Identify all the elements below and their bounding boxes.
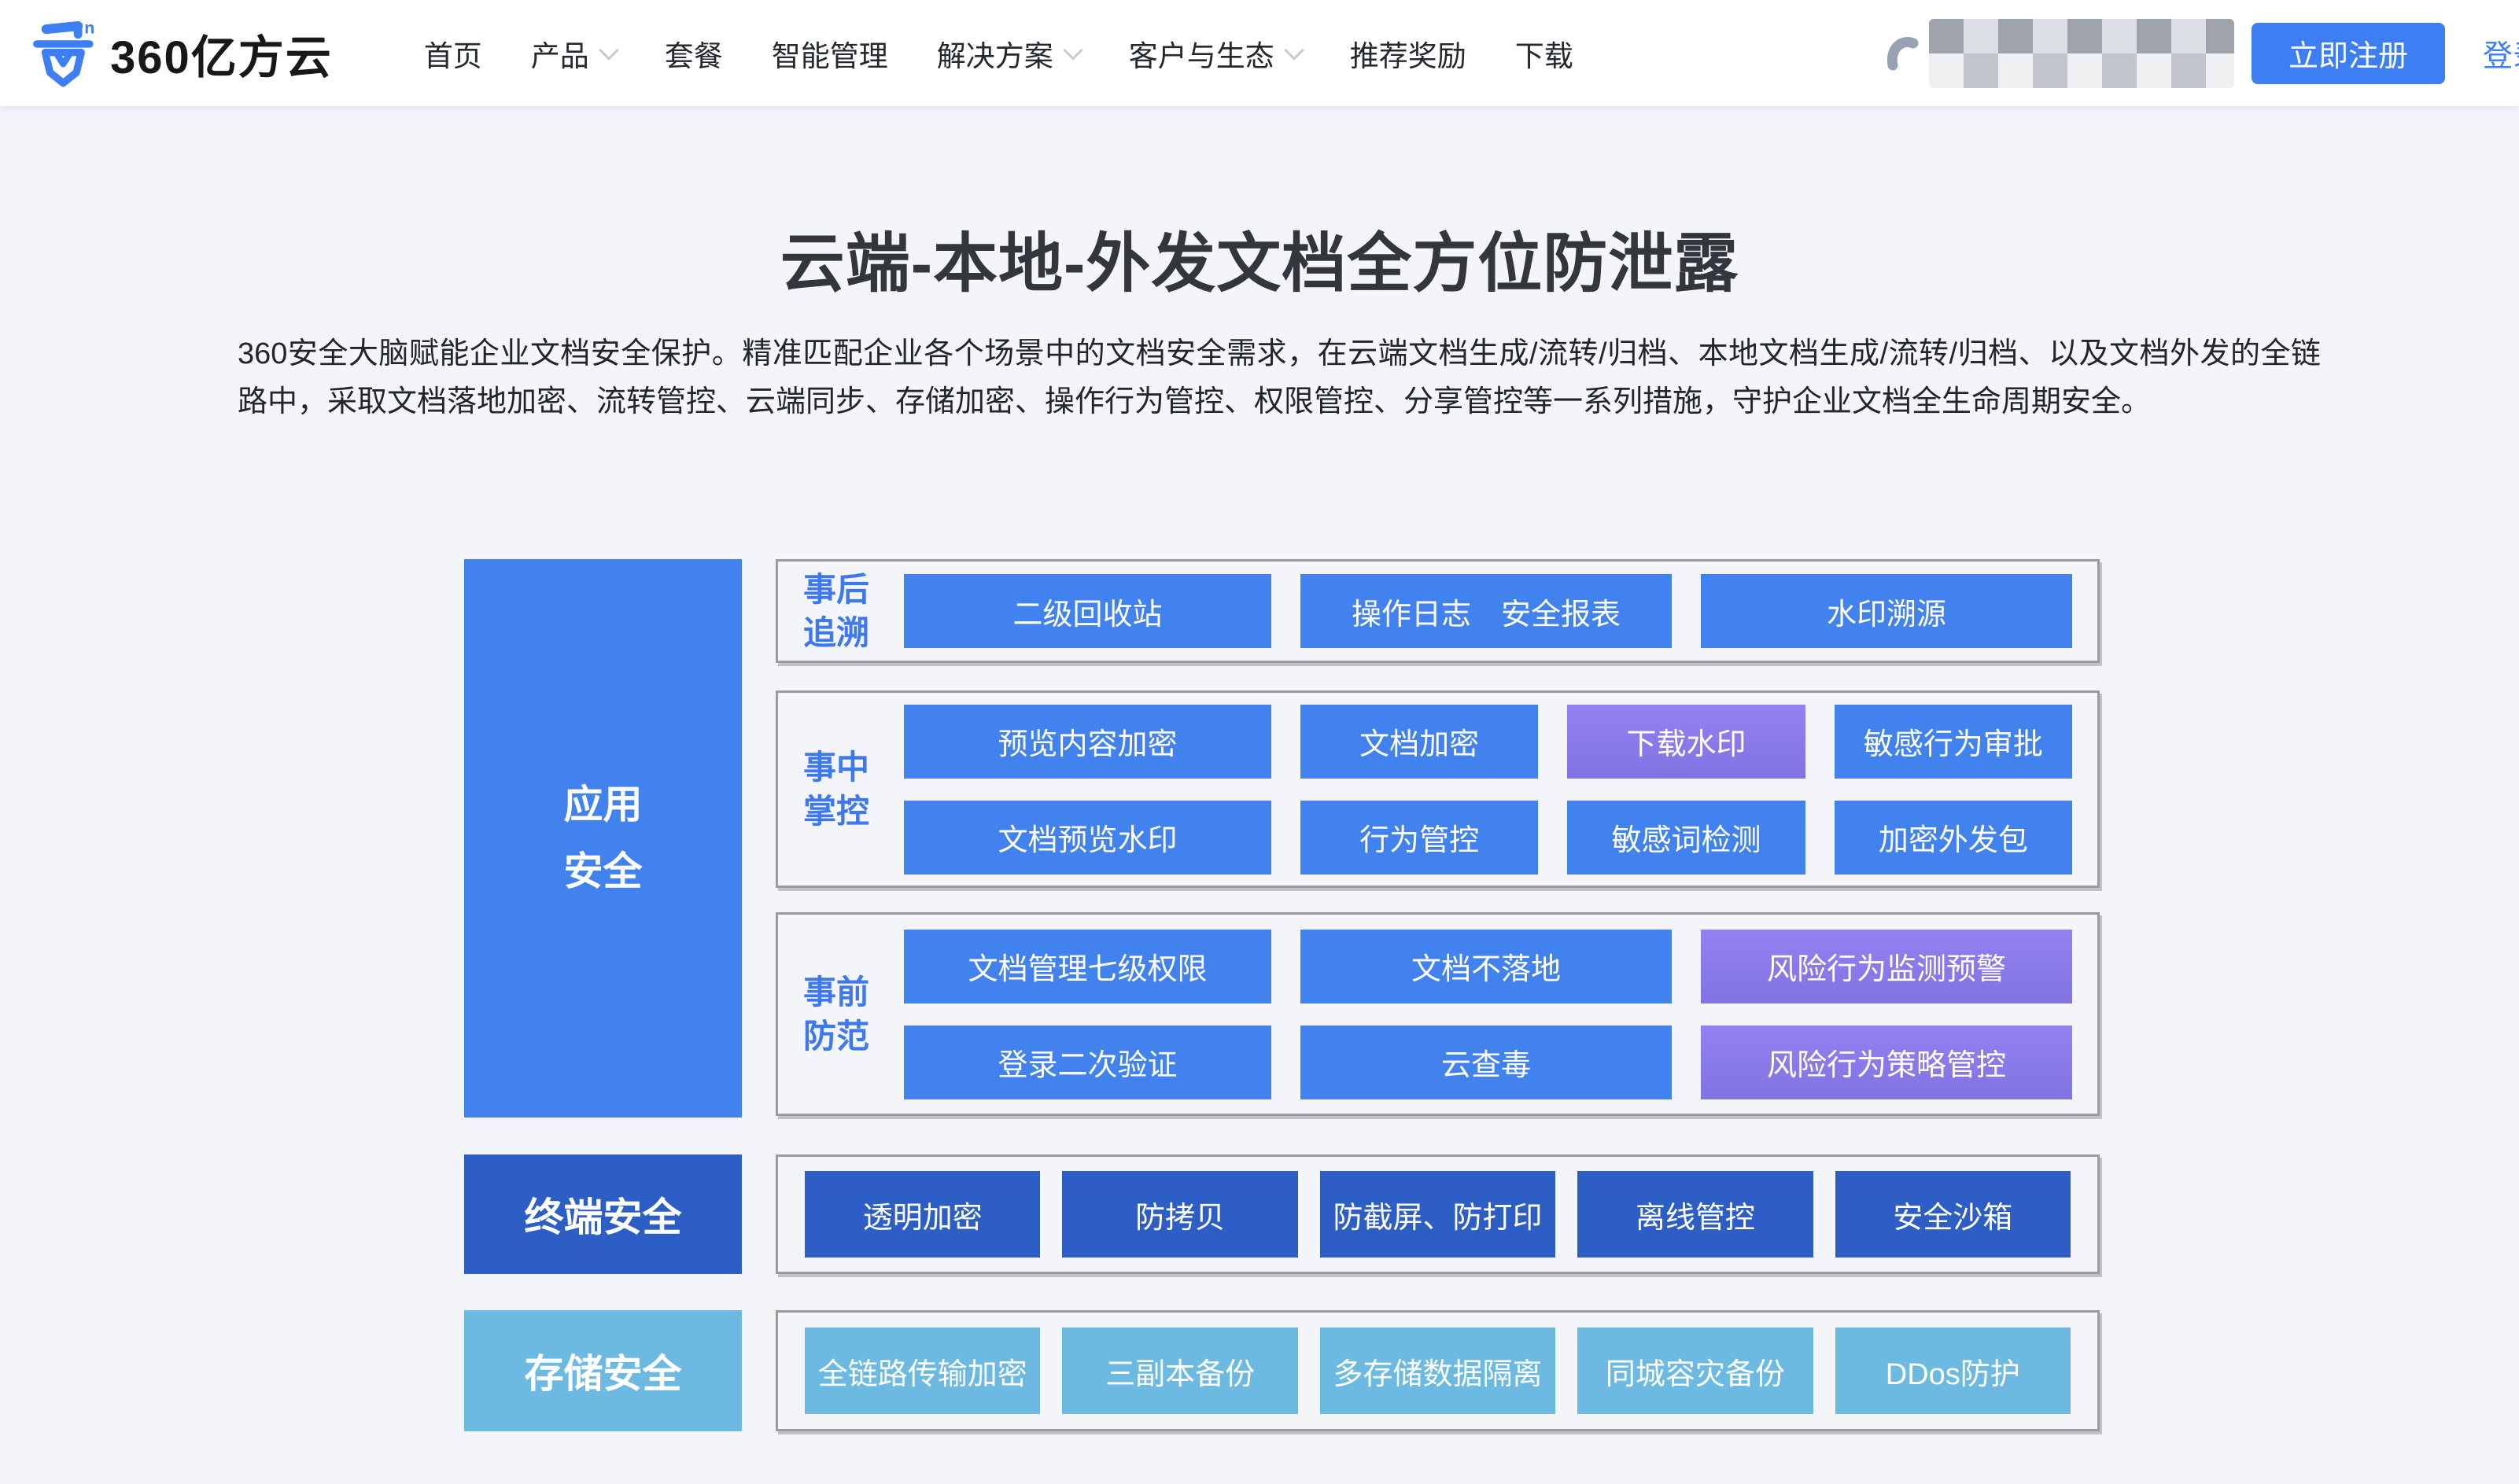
feature-box: 风险行为策略管控 [1701, 1025, 2072, 1099]
feature-box: 风险行为监测预警 [1701, 929, 2072, 1003]
group-post-event-tracing: 事后 追溯 二级回收站 操作日志 安全报表 水印溯源 [776, 559, 2100, 663]
security-diagram: 应用 安全 终端安全 存储安全 事后 追溯 二级回收站 操作日志 安全报表 水印… [464, 559, 2100, 1431]
nav-item-label: 首页 [423, 39, 482, 72]
feature-box: 安全沙箱 [1835, 1171, 2071, 1258]
feature-box: 水印溯源 [1701, 574, 2072, 648]
group-label-line: 事前 [803, 974, 870, 1011]
feature-box: DDos防护 [1835, 1327, 2071, 1414]
feature-box: 文档预览水印 [904, 800, 1271, 875]
feature-box: 全链路传输加密 [805, 1327, 1041, 1414]
group-rows: 全链路传输加密 三副本备份 多存储数据隔离 同城容灾备份 DDos防护 [805, 1327, 2071, 1414]
feature-box: 三副本备份 [1062, 1327, 1298, 1414]
feature-box: 防拷贝 [1062, 1171, 1298, 1258]
feature-box: 敏感词检测 [1567, 800, 1805, 875]
logo-superscript: n [84, 18, 94, 37]
nav-item-plans[interactable]: 套餐 [665, 32, 723, 75]
feature-box: 防截屏、防打印 [1319, 1171, 1556, 1258]
group-label-line: 防范 [803, 1017, 870, 1055]
nav-item-label: 推荐奖励 [1349, 39, 1466, 72]
logo-icon: n [33, 18, 94, 87]
feature-box: 多存储数据隔离 [1319, 1327, 1556, 1414]
side-label-line: 终端安全 [524, 1195, 682, 1239]
feature-row: 文档预览水印 行为管控 敏感词检测 加密外发包 [904, 800, 2072, 875]
top-nav: n 360亿方云 首页 产品 套餐 智能管理 解决方案 客户与生态 [0, 0, 2519, 106]
feature-box: 加密外发包 [1834, 800, 2072, 875]
nav-item-label: 智能管理 [771, 39, 888, 72]
side-label-terminal-security: 终端安全 [464, 1154, 742, 1274]
logo[interactable]: n 360亿方云 [31, 17, 333, 90]
side-label-line: 存储安全 [524, 1352, 682, 1396]
side-label-line: 应用 [563, 783, 643, 827]
feature-box: 云查毒 [1300, 1025, 1672, 1099]
feature-row: 二级回收站 操作日志 安全报表 水印溯源 [904, 574, 2072, 648]
feature-row: 文档管理七级权限 文档不落地 风险行为监测预警 [904, 929, 2072, 1003]
feature-box: 登录二次验证 [904, 1025, 1271, 1099]
feature-row: 全链路传输加密 三副本备份 多存储数据隔离 同城容灾备份 DDos防护 [805, 1327, 2071, 1414]
phone-icon [1886, 36, 1919, 70]
feature-box: 预览内容加密 [904, 704, 1271, 779]
feature-box: 文档加密 [1300, 704, 1539, 779]
group-rows: 二级回收站 操作日志 安全报表 水印溯源 [904, 574, 2072, 648]
feature-box: 二级回收站 [904, 574, 1271, 648]
group-label-line: 追溯 [803, 614, 870, 651]
side-label-storage-security: 存储安全 [464, 1310, 742, 1431]
group-label: 事后 追溯 [803, 568, 876, 655]
masked-phone-number [1929, 18, 2234, 88]
feature-box: 透明加密 [805, 1171, 1041, 1258]
feature-box: 下载水印 [1567, 704, 1805, 779]
side-label-application-security: 应用 安全 [464, 559, 742, 1118]
nav-item-referral-rewards[interactable]: 推荐奖励 [1350, 32, 1466, 75]
group-rows: 文档管理七级权限 文档不落地 风险行为监测预警 登录二次验证 云查毒 风险行为策… [904, 929, 2072, 1099]
group-label-line: 事中 [803, 749, 870, 786]
nav-item-label: 下载 [1514, 39, 1573, 72]
feature-box: 操作日志 安全报表 [1300, 574, 1672, 648]
chevron-down-icon [1063, 39, 1083, 61]
nav-item-solutions[interactable]: 解决方案 [936, 32, 1083, 75]
feature-row: 预览内容加密 文档加密 下载水印 敏感行为审批 [904, 704, 2072, 779]
group-label-line: 事后 [803, 570, 870, 608]
main-menu: 首页 产品 套餐 智能管理 解决方案 客户与生态 推荐奖励 [424, 32, 1573, 75]
group-label: 事前 防范 [803, 970, 876, 1058]
group-terminal-security: 透明加密 防拷贝 防截屏、防打印 离线管控 安全沙箱 [776, 1154, 2100, 1274]
chevron-down-icon [599, 39, 619, 61]
nav-item-label: 客户与生态 [1128, 39, 1274, 72]
feature-row: 登录二次验证 云查毒 风险行为策略管控 [904, 1025, 2072, 1099]
feature-box: 行为管控 [1300, 800, 1539, 875]
logo-text: 360亿方云 [110, 31, 333, 83]
nav-item-label: 解决方案 [936, 39, 1053, 72]
group-rows: 预览内容加密 文档加密 下载水印 敏感行为审批 文档预览水印 行为管控 敏感词检… [904, 704, 2072, 875]
nav-item-label: 套餐 [664, 39, 723, 72]
feature-box: 同城容灾备份 [1577, 1327, 1813, 1414]
chevron-down-icon [1284, 39, 1304, 61]
group-label: 事中 掌控 [803, 746, 876, 833]
feature-box: 离线管控 [1577, 1171, 1813, 1258]
side-label-line: 安全 [563, 849, 643, 893]
group-storage-security: 全链路传输加密 三副本备份 多存储数据隔离 同城容灾备份 DDos防护 [776, 1310, 2100, 1431]
feature-box: 文档管理七级权限 [904, 929, 1271, 1003]
nav-item-smart-management[interactable]: 智能管理 [772, 32, 888, 75]
nav-item-label: 产品 [530, 39, 589, 72]
group-rows: 透明加密 防拷贝 防截屏、防打印 离线管控 安全沙箱 [805, 1171, 2071, 1258]
group-label-line: 掌控 [803, 792, 870, 830]
page-title: 云端-本地-外发文档全方位防泄露 [780, 228, 1739, 300]
login-link[interactable]: 登录 [2483, 40, 2519, 73]
feature-box: 敏感行为审批 [1834, 704, 2072, 779]
nav-right: 立即注册 登录 [1882, 0, 2519, 106]
group-pre-event-prevention: 事前 防范 文档管理七级权限 文档不落地 风险行为监测预警 登录二次验证 云查毒… [776, 912, 2100, 1116]
group-in-process-control: 事中 掌控 预览内容加密 文档加密 下载水印 敏感行为审批 文档预览水印 行为管… [776, 690, 2100, 888]
nav-item-home[interactable]: 首页 [424, 32, 482, 75]
nav-item-download[interactable]: 下载 [1515, 32, 1573, 75]
nav-item-products[interactable]: 产品 [530, 32, 619, 75]
register-button[interactable]: 立即注册 [2252, 22, 2445, 84]
page-description: 360安全大脑赋能企业文档安全保护。精准匹配企业各个场景中的文档安全需求，在云端… [238, 337, 2321, 418]
feature-box: 文档不落地 [1300, 929, 1672, 1003]
feature-row: 透明加密 防拷贝 防截屏、防打印 离线管控 安全沙箱 [805, 1171, 2071, 1258]
nav-item-customers-ecosystem[interactable]: 客户与生态 [1128, 32, 1304, 75]
